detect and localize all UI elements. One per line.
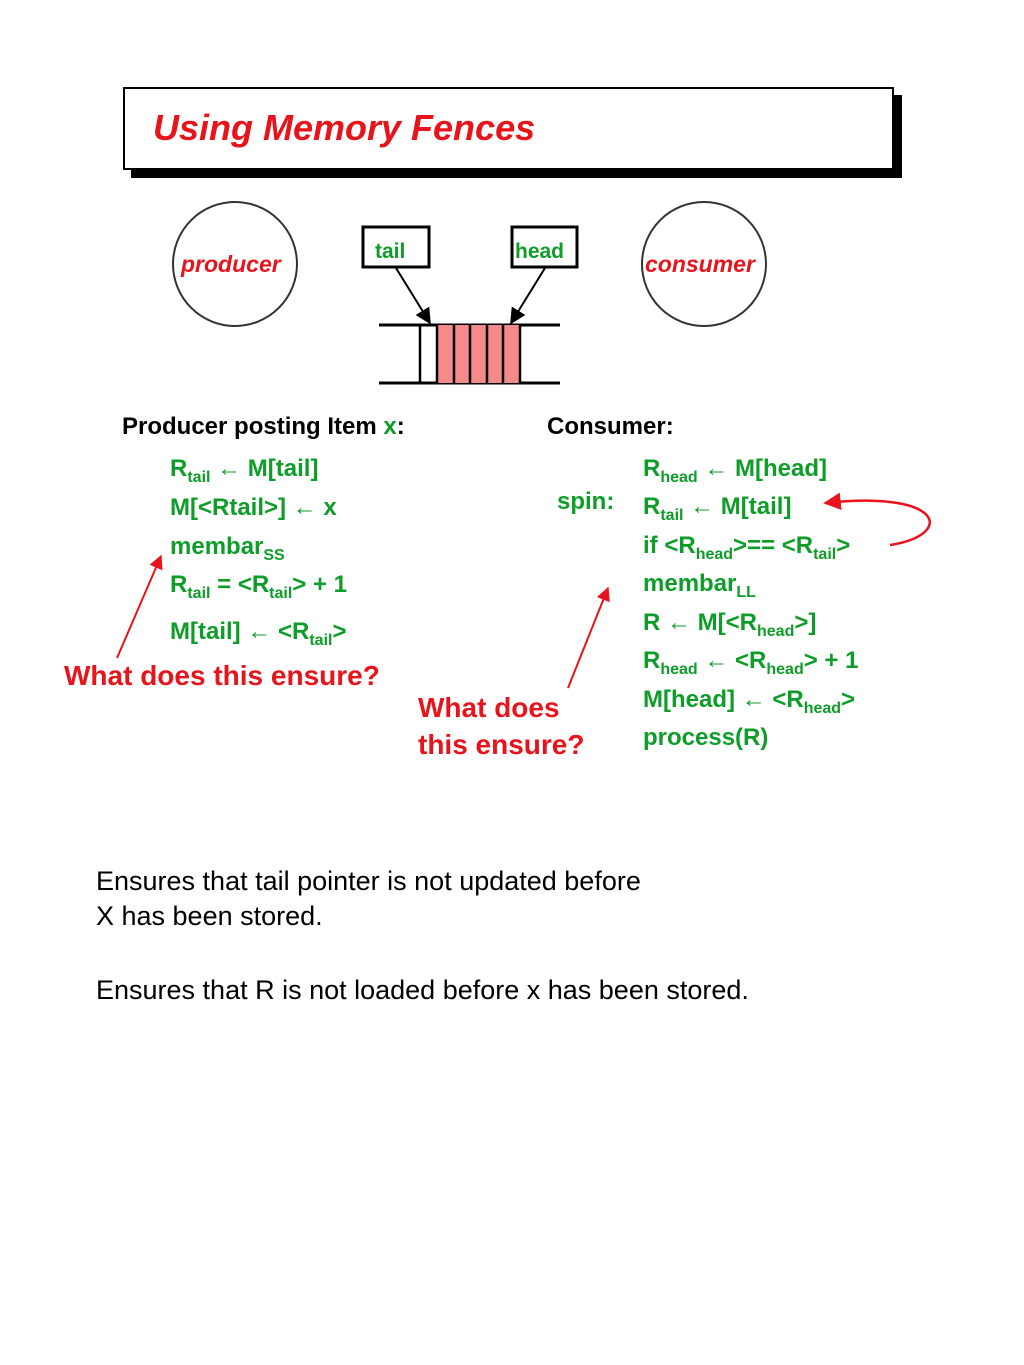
spin-loop-arrow bbox=[823, 492, 931, 547]
answer-line: Ensures that R is not loaded before x ha… bbox=[96, 975, 749, 1005]
producer-question-arrow bbox=[116, 554, 163, 659]
page-title: Using Memory Fences bbox=[153, 107, 536, 148]
answer-line: X has been stored. bbox=[96, 901, 323, 931]
producer-code-line: M[<Rtail>] ← x bbox=[170, 494, 337, 521]
producer-header: Producer posting Item x: bbox=[122, 413, 405, 440]
answer-line: Ensures that tail pointer is not updated… bbox=[96, 866, 641, 896]
tail-label: tail bbox=[375, 240, 406, 263]
producer-label: producer bbox=[181, 251, 281, 277]
consumer-question-line: What does bbox=[418, 692, 560, 723]
consumer-label: consumer bbox=[645, 251, 755, 277]
producer-circle bbox=[172, 201, 298, 327]
producer-code-line: Rtail = <Rtail> + 1 bbox=[170, 571, 348, 602]
head-label: head bbox=[515, 240, 565, 263]
consumer-code-line: Rhead ← M[head] bbox=[643, 455, 828, 486]
consumer-question-arrow bbox=[567, 586, 610, 689]
producer-code-line: Rtail ← M[tail] bbox=[170, 455, 319, 486]
consumer-code-line: Rtail ← M[tail] bbox=[643, 493, 792, 524]
consumer-circle bbox=[641, 201, 767, 327]
tail-pointer-box bbox=[361, 225, 431, 269]
head-arrow bbox=[510, 267, 546, 325]
consumer-code-line: process(R) bbox=[643, 724, 769, 751]
head-pointer-box bbox=[510, 225, 579, 269]
producer-code-line: membarSS bbox=[170, 533, 285, 564]
queue-filled-region bbox=[437, 325, 520, 383]
producer-question: What does this ensure? bbox=[64, 660, 380, 691]
consumer-question-line: this ensure? bbox=[418, 729, 585, 760]
title-box: Using Memory Fences bbox=[123, 87, 894, 170]
producer-code-line: M[tail] ← <Rtail> bbox=[170, 618, 347, 649]
consumer-code-line: Rhead ← <Rhead> + 1 bbox=[643, 647, 859, 678]
consumer-code-line: membarLL bbox=[643, 570, 756, 601]
consumer-code-line: M[head] ← <Rhead> bbox=[643, 686, 856, 717]
consumer-code-line: R ← M[<Rhead>] bbox=[643, 609, 817, 640]
consumer-code-line: if <Rhead>== <Rtail> bbox=[643, 532, 851, 563]
tail-arrow bbox=[395, 267, 431, 325]
spin-label: spin: bbox=[557, 488, 615, 515]
consumer-header: Consumer: bbox=[547, 413, 674, 440]
